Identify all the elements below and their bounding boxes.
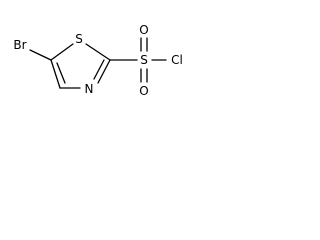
bond-s1-c2 bbox=[85, 43, 111, 61]
atom-chlorine: Cl bbox=[171, 53, 183, 67]
atom-ring-sulfur: S bbox=[75, 32, 83, 46]
bond-c2-n3-double bbox=[93, 59, 105, 80]
bond-c4-c5-double bbox=[56, 62, 66, 84]
bond-br-c5 bbox=[29, 49, 52, 61]
bond-c5-s1 bbox=[50, 43, 74, 61]
bond-c4-c5 bbox=[50, 59, 61, 89]
atom-ring-nitrogen: N bbox=[85, 82, 94, 96]
bond-c2-n3 bbox=[97, 59, 111, 84]
atom-bromine: Br bbox=[13, 38, 26, 52]
atom-oxygen-bottom: O bbox=[139, 84, 148, 98]
structure-diagram: Br S N S O O Cl bbox=[13, 23, 183, 98]
atom-oxygen-top: O bbox=[139, 23, 148, 37]
atom-sulfonyl-sulfur: S bbox=[140, 53, 148, 67]
